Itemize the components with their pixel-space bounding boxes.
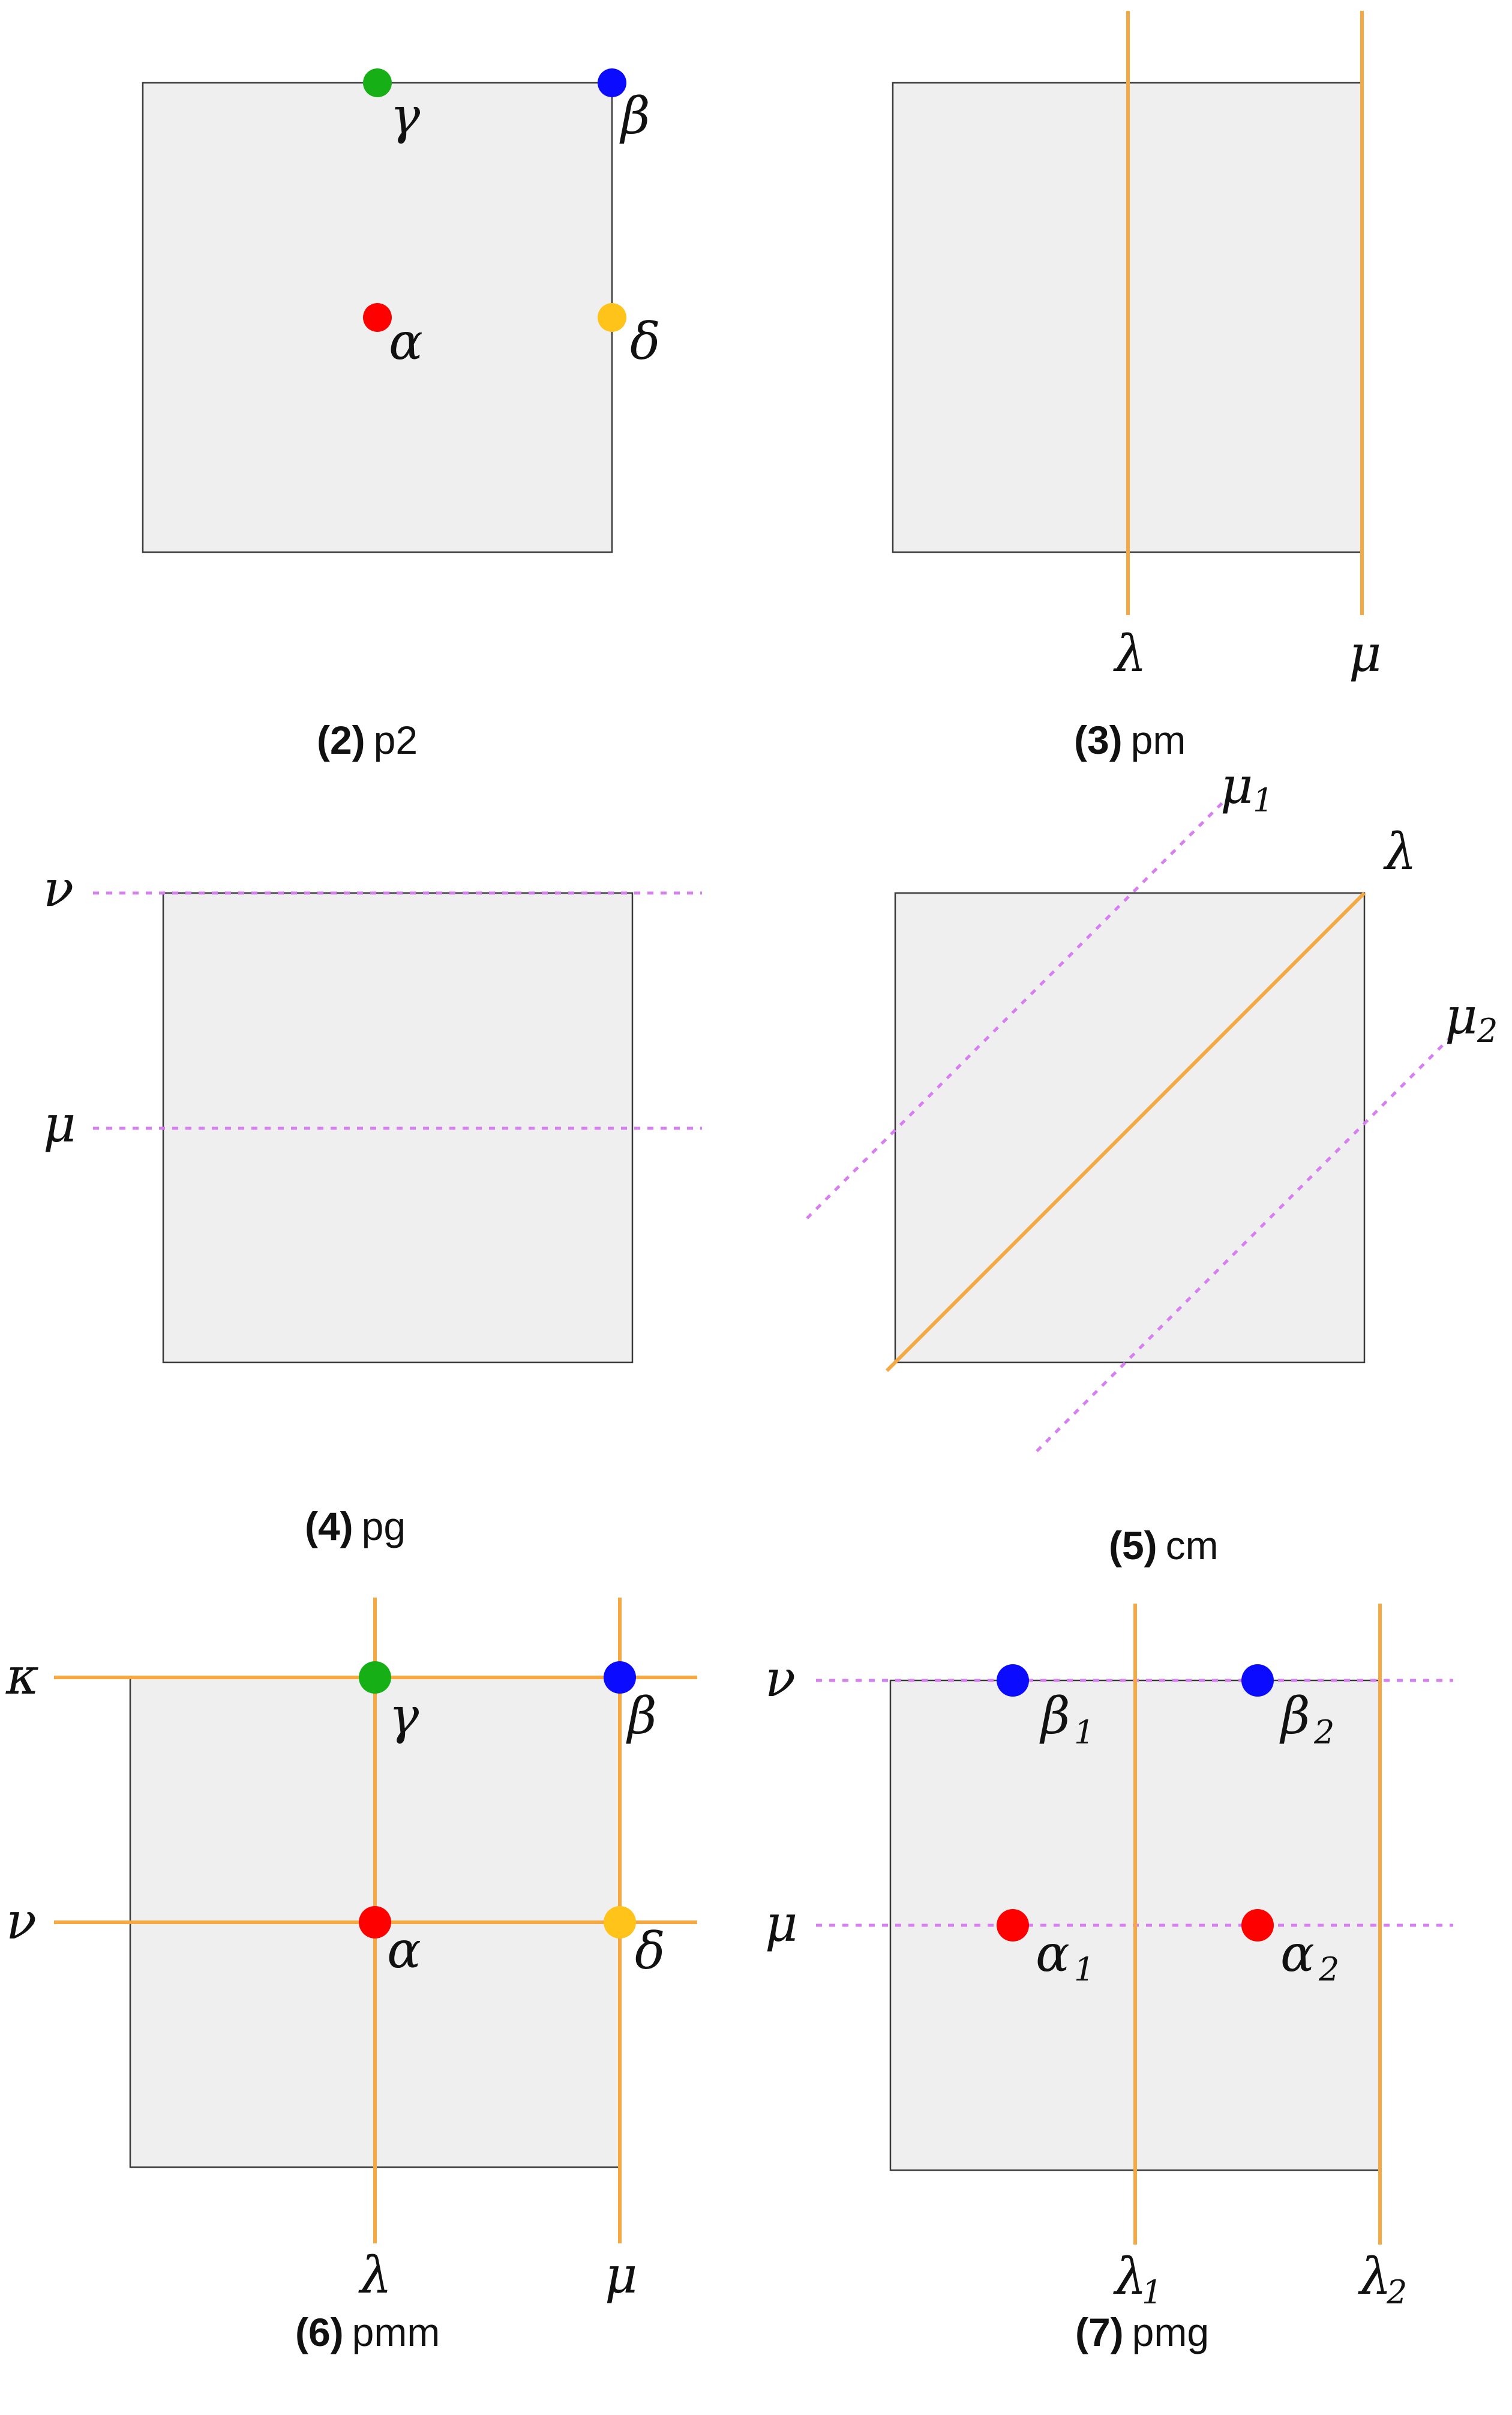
svg-text:1: 1: [1142, 2273, 1162, 2311]
label-beta: β: [626, 1686, 657, 1745]
rotation-point-delta: [604, 1906, 636, 1938]
label-lambda: λ: [1383, 822, 1417, 881]
caption-pg: (4)pg: [305, 1503, 406, 1549]
caption-number: (6): [295, 2310, 344, 2354]
label-mu: μ: [605, 2246, 638, 2305]
label-lambda2: λ 2: [1358, 2247, 1407, 2311]
caption-name: pm: [1130, 718, 1186, 762]
rotation-point-beta2: [1241, 1664, 1274, 1697]
rotation-point-beta1: [997, 1664, 1029, 1697]
label-alpha: α: [387, 1920, 421, 1979]
svg-text:1: 1: [1253, 781, 1273, 819]
label-lambda: λ: [1113, 624, 1147, 683]
label-mu1: μ 1: [1220, 756, 1273, 819]
label-beta1: β 1: [1039, 1686, 1094, 1751]
rotation-point-alpha: [363, 303, 392, 332]
rotation-point-alpha1: [997, 1909, 1029, 1941]
svg-text:β: β: [1039, 1686, 1070, 1745]
caption-pm: (3)pm: [1074, 717, 1186, 763]
label-alpha1: α 1: [1036, 1924, 1094, 1988]
panel-p2: γ β α δ: [142, 68, 661, 553]
svg-text:1: 1: [1074, 1950, 1094, 1988]
label-mu: μ: [1349, 624, 1382, 683]
caption-number: (7): [1075, 2310, 1124, 2354]
rotation-point-delta: [598, 303, 626, 332]
caption-name: pg: [361, 1504, 406, 1548]
label-lambda: λ: [358, 2246, 392, 2305]
caption-name: cm: [1165, 1523, 1219, 1568]
caption-name: pmg: [1132, 2310, 1210, 2354]
label-delta: δ: [635, 1922, 665, 1980]
svg-text:1: 1: [1074, 1713, 1094, 1751]
label-mu: μ: [765, 1894, 798, 1953]
svg-text:β: β: [1279, 1686, 1310, 1745]
rotation-point-beta: [598, 68, 626, 97]
svg-text:2: 2: [1318, 1950, 1339, 1988]
svg-text:λ: λ: [1113, 2247, 1147, 2306]
label-kappa: κ: [5, 1647, 39, 1706]
rotation-point-alpha2: [1241, 1909, 1274, 1941]
caption-pmg: (7)pmg: [1075, 2309, 1209, 2355]
label-delta: δ: [630, 312, 661, 371]
svg-text:μ: μ: [1445, 987, 1478, 1045]
svg-text:2: 2: [1313, 1713, 1334, 1751]
rotation-point-gamma: [363, 68, 392, 97]
label-nu: ν: [6, 1892, 37, 1950]
svg-text:α: α: [1280, 1924, 1315, 1983]
label-beta: β: [619, 86, 650, 145]
panel-pmm: κ ν γ β α δ λ μ: [5, 1598, 697, 2305]
svg-text:μ: μ: [1220, 756, 1253, 815]
panel-pg: ν μ: [43, 859, 702, 1364]
label-lambda1: λ 1: [1113, 2247, 1162, 2311]
panel-pm: λ μ: [892, 11, 1382, 683]
rotation-point-gamma: [359, 1661, 391, 1694]
caption-number: (4): [305, 1504, 353, 1548]
label-gamma: γ: [389, 1686, 419, 1745]
panel-pmg: ν μ β 1 β 2 α 1 α 2 λ 1 λ 2: [765, 1604, 1453, 2311]
caption-cm: (5)cm: [1109, 1523, 1219, 1568]
svg-text:2: 2: [1477, 1012, 1498, 1050]
label-nu: ν: [43, 859, 74, 918]
caption-name: pmm: [352, 2310, 440, 2354]
label-alpha: α: [389, 312, 423, 371]
caption-pmm: (6)pmm: [295, 2309, 440, 2355]
glide-line-mu2: [1036, 1035, 1453, 1452]
label-alpha2: α 2: [1280, 1924, 1339, 1988]
label-beta2: β 2: [1279, 1686, 1334, 1751]
caption-number: (2): [317, 718, 365, 762]
svg-text:2: 2: [1386, 2273, 1407, 2311]
rotation-point-alpha: [359, 1906, 391, 1938]
svg-text:α: α: [1036, 1924, 1070, 1983]
caption-number: (3): [1074, 718, 1123, 762]
mirror-line-lambda: [885, 891, 1366, 1373]
caption-p2: (2)p2: [317, 717, 418, 763]
rotation-point-beta: [604, 1661, 636, 1694]
label-gamma: γ: [390, 86, 421, 145]
caption-name: p2: [373, 718, 418, 762]
caption-number: (5): [1109, 1523, 1157, 1568]
svg-text:λ: λ: [1358, 2247, 1391, 2306]
label-nu: ν: [765, 1649, 796, 1708]
panel-cm: λ μ 1 μ 2: [806, 756, 1498, 1452]
label-mu2: μ 2: [1445, 987, 1498, 1050]
label-mu: μ: [43, 1095, 76, 1153]
